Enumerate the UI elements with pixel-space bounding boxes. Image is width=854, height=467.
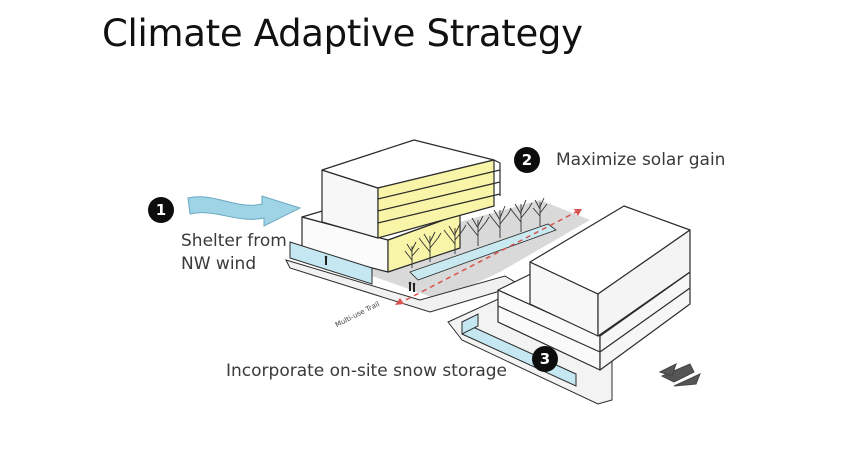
tree-icon <box>488 205 512 238</box>
tree-icon <box>466 215 490 246</box>
building-a <box>301 139 501 273</box>
planting-strip <box>409 223 557 281</box>
tree-icon <box>509 199 533 232</box>
callout-1-text: Shelter from NW wind <box>181 230 287 276</box>
tree-icon <box>532 197 548 226</box>
multi-use-trail <box>397 209 581 305</box>
building-b <box>497 205 691 371</box>
callout-3-text: Incorporate on-site snow storage <box>226 361 507 381</box>
callout-badge-1: 1 <box>148 197 174 223</box>
callout-badge-3: 3 <box>532 346 558 372</box>
tree-icon <box>418 231 442 262</box>
trail-arrow-end <box>574 209 582 216</box>
callout-1-line2: NW wind <box>181 254 257 274</box>
callout-1-line1: Shelter from <box>181 231 287 251</box>
tree-icon <box>404 241 420 268</box>
tree-icon <box>443 223 467 254</box>
snow-storage-corner <box>461 313 479 335</box>
wind-arrow-icon <box>187 195 302 227</box>
trail-arrow-start <box>395 298 404 305</box>
snow-storage-left <box>289 241 373 285</box>
callout-2-text: Maximize solar gain <box>556 150 726 170</box>
callout-badge-2: 2 <box>514 147 540 173</box>
slide-title: Climate Adaptive Strategy <box>102 12 583 55</box>
tree-row <box>404 197 548 268</box>
north-arrow-icon <box>658 363 701 387</box>
